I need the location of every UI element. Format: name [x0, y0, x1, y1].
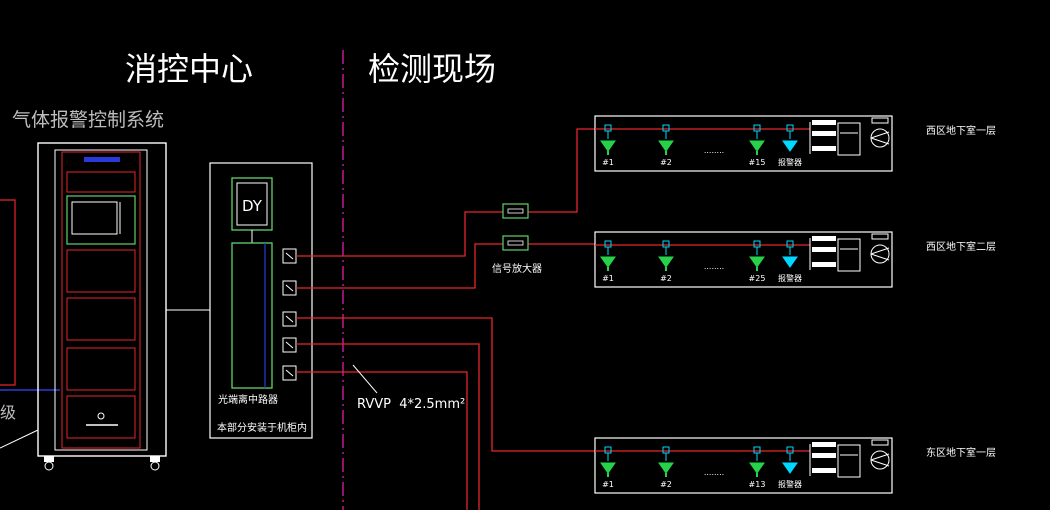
output-port [282, 280, 297, 296]
gas-detector: #2 [658, 124, 674, 167]
gas-detector: #1 [600, 124, 616, 167]
wire-zone2 [296, 243, 503, 289]
output-port [282, 365, 297, 381]
wire-port4 [296, 343, 480, 510]
control-cabinet [37, 142, 167, 471]
cabinet-module-slot [66, 249, 136, 293]
left-section-title: 消控中心 [125, 50, 253, 88]
left-lead-line [0, 199, 16, 386]
signal-wiring [296, 128, 595, 510]
cabinet-display-frame [66, 195, 136, 245]
cabinet-caster-left [44, 461, 54, 471]
cable-spec-label: RVVP 4*2.5mm² [357, 397, 465, 412]
wire-port5 [296, 371, 468, 510]
zone-name: 西区地下室一层 [926, 124, 996, 137]
zone-panel: #1 #2 #25 报警器........ 西区地下室二层 [594, 231, 996, 288]
output-port [282, 311, 297, 327]
detector-label: #2 [660, 158, 672, 167]
gas-detector: #2 [658, 446, 674, 489]
zone-name: 东区地下室一层 [926, 446, 996, 459]
signal-amplifier-2 [502, 235, 529, 251]
signal-amplifier-label: 信号放大器 [492, 262, 542, 275]
gas-alarm-system-label: 气体报警控制系统 [12, 109, 164, 131]
gas-detector: #15 [749, 124, 766, 167]
alarm-device: 报警器 [778, 446, 802, 489]
center-equipment-box: DY 光端离中路器 本部分安装于机柜内 [209, 162, 313, 439]
detector-label: #2 [660, 480, 672, 489]
gas-detector: #13 [749, 446, 766, 489]
output-port [282, 337, 297, 353]
install-caption: 本部分安装于机柜内 [217, 421, 307, 434]
signal-amplifier-1 [502, 203, 529, 219]
cabinet-module-slot [66, 395, 136, 439]
cabinet-module-slot [66, 297, 136, 341]
cabinet-indicator-bar [84, 157, 120, 162]
detector-label: #1 [602, 274, 614, 283]
detector-ellipsis: ........ [704, 262, 724, 271]
zone-panel: #1 #2 #15 报警器........ 西区地下室一层 [594, 115, 996, 172]
zone-controller [809, 439, 890, 478]
cabinet-caster-right [150, 461, 160, 471]
zone-controller [809, 233, 890, 272]
cabinet-key-icon [97, 412, 105, 420]
detector-label: #2 [660, 274, 672, 283]
gas-detector: #25 [749, 240, 766, 283]
relay-caption: 光端离中路器 [218, 393, 278, 406]
detector-ellipsis: ........ [704, 146, 724, 155]
detector-label: 报警器 [778, 273, 802, 283]
detector-label: 报警器 [778, 479, 802, 489]
dy-label: DY [242, 197, 263, 215]
alarm-device: 报警器 [778, 240, 802, 283]
alarm-device: 报警器 [778, 124, 802, 167]
cable-leader-line [352, 364, 378, 394]
detector-label: #25 [749, 274, 766, 283]
gas-detector: #2 [658, 240, 674, 283]
detector-label: #1 [602, 480, 614, 489]
zone-panel: #1 #2 #13 报警器........ 东区地下室一层 [594, 437, 996, 494]
cabinet-display-screen [71, 201, 118, 235]
field-zones: #1 #2 #15 报警器........ 西区地下室一层 #1 #2 #25 报警器.....… [594, 115, 996, 494]
right-section-title: 检测现场 [368, 50, 496, 88]
detector-ellipsis: ........ [704, 468, 724, 477]
gas-detector: #1 [600, 446, 616, 489]
cabinet-module-slot [66, 171, 136, 193]
zone-name: 西区地下室二层 [926, 240, 996, 253]
detector-label: #1 [602, 158, 614, 167]
wire-zone1-continued [528, 128, 595, 213]
wire-zone1 [296, 211, 503, 257]
detector-label: #13 [749, 480, 766, 489]
cabinet-edge-text: 级 [0, 403, 16, 422]
output-port [282, 248, 297, 264]
detector-label: 报警器 [778, 157, 802, 167]
detector-label: #15 [749, 158, 766, 167]
cabinet-module-slot [66, 347, 136, 391]
zone-controller [809, 117, 890, 156]
wire-zone3 [296, 317, 595, 452]
optical-relay-module [231, 242, 273, 389]
gas-detector: #1 [600, 240, 616, 283]
lead-tick [0, 429, 39, 449]
